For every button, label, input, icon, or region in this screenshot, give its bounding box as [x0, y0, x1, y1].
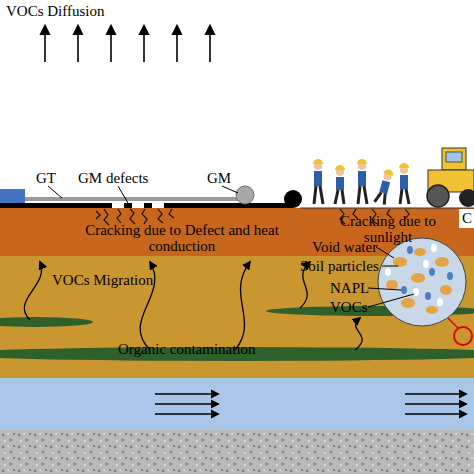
soil-particle — [386, 280, 398, 290]
callout-label: Soil particles — [300, 258, 379, 274]
migration-arrow — [355, 318, 362, 350]
inset-circle — [378, 238, 466, 326]
process-note: Cracking due to Defect and heat conducti… — [84, 222, 280, 254]
crack-line — [169, 209, 174, 218]
crack-line — [142, 209, 147, 224]
napl-drop — [447, 272, 453, 280]
voc-bubble — [423, 260, 429, 268]
geotextile-sheet — [25, 197, 244, 201]
flow-arrow — [155, 413, 218, 414]
diffusion-arrow — [110, 26, 112, 62]
side-label-box — [459, 209, 474, 228]
diffusion-arrow — [44, 26, 46, 62]
layer-label: Organic contamination — [118, 341, 256, 357]
groundwater-layer — [0, 378, 474, 430]
worker-figure — [399, 163, 409, 204]
cut-off-label: C — [462, 210, 472, 226]
napl-drop — [429, 268, 435, 276]
soil-particle — [435, 257, 449, 267]
napl-drop — [425, 292, 431, 300]
callout-label: Void water — [312, 239, 377, 255]
diffusion-arrow — [77, 26, 79, 62]
zoom-marker — [454, 327, 472, 345]
geotextile-roll — [236, 186, 254, 204]
diffusion-arrows — [45, 26, 210, 62]
process-note: VOCs Migration — [52, 272, 153, 288]
leader-lines — [48, 186, 238, 203]
voc-bubble — [431, 244, 437, 252]
voc-bubble — [385, 268, 391, 276]
voc-bubble — [437, 298, 443, 306]
napl-drop — [407, 246, 413, 254]
callout-line — [376, 247, 394, 258]
crack-line — [158, 209, 163, 223]
callout-line — [368, 294, 414, 307]
blue-block — [0, 189, 25, 204]
soil-particle — [440, 285, 452, 295]
leader-line — [222, 186, 238, 193]
flow-arrow — [405, 403, 466, 404]
napl-drop — [401, 286, 407, 294]
leader-line — [118, 186, 128, 203]
worker-figure — [357, 159, 367, 204]
soil-particle — [401, 298, 415, 308]
diffusion-arrow — [209, 26, 211, 62]
migration-arrow — [24, 262, 41, 320]
voc-bubble — [413, 288, 419, 296]
roller-cab — [442, 148, 466, 170]
worker-figure — [335, 165, 345, 204]
soil-particle — [411, 273, 425, 283]
part-label: GM defects — [78, 170, 148, 186]
callout-line — [382, 266, 398, 267]
roller-compactor — [427, 148, 474, 207]
ground-surface — [300, 208, 474, 209]
flow-arrows — [155, 394, 466, 414]
callout-label: NAPL — [330, 280, 369, 296]
roller-drum — [427, 185, 449, 207]
flow-arrow — [405, 393, 466, 394]
diffusion-arrow — [176, 26, 178, 62]
soil-particle — [414, 248, 426, 256]
part-label: GT — [36, 170, 56, 186]
cab-window — [446, 152, 462, 162]
membrane-defect — [132, 203, 144, 208]
sky — [0, 0, 474, 208]
part-label: GM — [207, 170, 231, 186]
worker-figure — [313, 159, 323, 204]
worker-figure — [375, 168, 395, 205]
flow-arrow — [405, 413, 466, 414]
diffusion-arrow — [143, 26, 145, 62]
leader-line — [48, 186, 62, 198]
crack-line — [117, 209, 121, 223]
flow-arrow — [155, 393, 218, 394]
contamination-lens — [0, 317, 93, 327]
heading-label: VOCs Diffusion — [6, 3, 104, 19]
callout-line — [368, 288, 401, 290]
soil-particle — [426, 306, 438, 314]
migration-arrow — [235, 262, 250, 350]
zoom-link — [448, 318, 458, 328]
roller-wheel — [459, 189, 474, 207]
flow-arrow — [155, 403, 218, 404]
gravel-layer — [0, 430, 474, 474]
crack-line — [96, 211, 100, 219]
callout-label: VOCs — [330, 299, 368, 315]
membrane-defect — [112, 203, 124, 208]
membrane-defect — [152, 203, 164, 208]
pore-inset — [368, 238, 472, 345]
workers — [313, 159, 409, 205]
crack-line — [130, 209, 135, 224]
migration-arrows — [24, 262, 362, 350]
geomembrane-roll — [284, 190, 302, 208]
